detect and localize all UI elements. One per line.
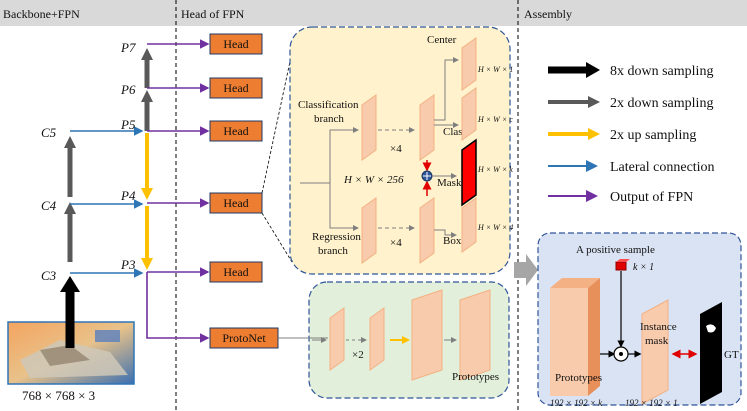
- box-arrow: [434, 229, 457, 238]
- head-box-p7: Head: [209, 33, 263, 55]
- box-slab: [461, 197, 477, 253]
- mask-label: Mask: [437, 177, 462, 189]
- regression-branch-label-2: branch: [318, 245, 348, 257]
- branch-line-reg: [329, 183, 359, 231]
- proto-slab-3: [411, 289, 443, 381]
- feature-size-label: H × W × 256: [343, 174, 404, 186]
- backbone-section-title: Backbone+FPN: [3, 7, 80, 21]
- instance-mask-slab: [641, 299, 669, 405]
- k-by-1-label: k × 1: [633, 262, 654, 273]
- head-label-p6: Head: [223, 81, 248, 95]
- box-dim: H × W × 4: [477, 223, 513, 232]
- p5-label: P5: [120, 117, 136, 132]
- arrow-p6-p7-head: [141, 48, 153, 60]
- center-label: Center: [427, 34, 457, 46]
- coef-vector-icon: [615, 261, 627, 271]
- box-label: Box: [443, 235, 462, 247]
- gt-slab: [700, 302, 722, 404]
- c4-label: C4: [41, 198, 57, 213]
- head-box-p5: Head: [209, 120, 263, 142]
- arrow-8x-head: [60, 276, 80, 292]
- legend-label-2x-up: 2x up sampling: [610, 128, 696, 143]
- legend-label-lateral: Lateral connection: [610, 160, 715, 175]
- proto-block-side: [588, 278, 600, 396]
- arrow-c3-c4-head: [64, 202, 76, 214]
- legend: 8x down sampling 2x down sampling 2x up …: [548, 62, 715, 205]
- header-bar: [0, 0, 747, 26]
- mask-label-assembly: mask: [645, 335, 669, 347]
- instance-label: Instance: [640, 321, 677, 333]
- p7-label: P7: [120, 40, 136, 55]
- assembly-prototypes-label: Prototypes: [555, 372, 602, 384]
- proto-slab-4: [459, 289, 491, 381]
- protonet-label: ProtoNet: [222, 331, 266, 345]
- mask-dim: H × W × k: [477, 165, 513, 174]
- head-box-p3: Head: [209, 261, 263, 283]
- protonet-prototypes-label: Prototypes: [452, 371, 499, 383]
- head-detail-panel: [289, 26, 511, 275]
- assembly-section-title: Assembly: [524, 7, 572, 21]
- cls-slab-2: [419, 94, 435, 161]
- times4-cls: ×4: [390, 143, 402, 155]
- times2-label: ×2: [352, 349, 364, 361]
- positive-sample-label: A positive sample: [576, 244, 655, 256]
- p4-label: P4: [120, 188, 136, 203]
- classification-branch-label-1: Classification: [298, 99, 359, 111]
- c3-label: C3: [41, 268, 57, 283]
- head-box-p4: Head: [209, 192, 263, 214]
- zoom-line-bottom: [261, 212, 293, 263]
- times4-reg: ×4: [390, 237, 402, 249]
- classification-branch-label-2: branch: [314, 113, 344, 125]
- proto-dim-label: 192 × 192 × k: [550, 398, 603, 408]
- class-slab: [461, 87, 477, 141]
- head-label-p4: Head: [223, 196, 248, 210]
- mask-slab: [461, 138, 477, 207]
- class-dim: H × W × c: [477, 115, 513, 124]
- c5-label: C5: [41, 125, 57, 140]
- class-label: Class: [443, 126, 467, 138]
- center-dim: H × W × 1: [477, 65, 513, 74]
- input-size-label: 768 × 768 × 3: [22, 388, 95, 403]
- head-section-title: Head of FPN: [181, 7, 245, 21]
- mask-dim-label: 192 × 192 × 1: [625, 398, 678, 408]
- p3-label: P3: [120, 257, 136, 272]
- legend-swatch-2x-down-head: [588, 96, 600, 108]
- zoom-line-top: [261, 51, 293, 194]
- regression-branch-label-1: Regression: [312, 231, 361, 243]
- arrow-p5-p4-head: [141, 188, 153, 200]
- proto-block-top: [550, 278, 600, 288]
- head-box-p6: Head: [209, 77, 263, 99]
- head-label-p3: Head: [223, 265, 248, 279]
- legend-label-8x: 8x down sampling: [610, 64, 713, 79]
- proto-slab-2: [369, 307, 385, 371]
- p6-label: P6: [120, 82, 136, 97]
- legend-swatch-2x-up-head: [588, 128, 600, 140]
- arrow-c4-c5-head: [64, 136, 76, 148]
- arrow-p4-p3-head: [141, 258, 153, 270]
- center-slab: [461, 37, 477, 91]
- legend-label-2x-down: 2x down sampling: [610, 96, 713, 111]
- assembly-flow-arrow: [514, 254, 538, 286]
- coef-vector-top: [616, 259, 630, 262]
- center-arrow: [434, 57, 459, 121]
- proto-slab-1: [329, 307, 345, 371]
- legend-label-output: Output of FPN: [610, 190, 693, 205]
- legend-swatch-8x-head: [586, 62, 600, 78]
- head-label-p7: Head: [223, 37, 248, 51]
- multiply-operator-dot: [619, 352, 623, 356]
- branch-line-cls: [300, 127, 359, 184]
- output-protonet: [146, 272, 210, 343]
- proto-block-front: [550, 288, 588, 396]
- arrow-p5-p6-head: [141, 90, 153, 102]
- gt-label: GT: [724, 349, 739, 361]
- cls-slab-1: [361, 94, 377, 161]
- gt-shape: [706, 324, 716, 333]
- protonet-box: ProtoNet: [209, 327, 279, 349]
- head-label-p5: Head: [223, 124, 248, 138]
- reg-slab-1: [361, 197, 377, 264]
- reg-slab-2: [419, 197, 435, 264]
